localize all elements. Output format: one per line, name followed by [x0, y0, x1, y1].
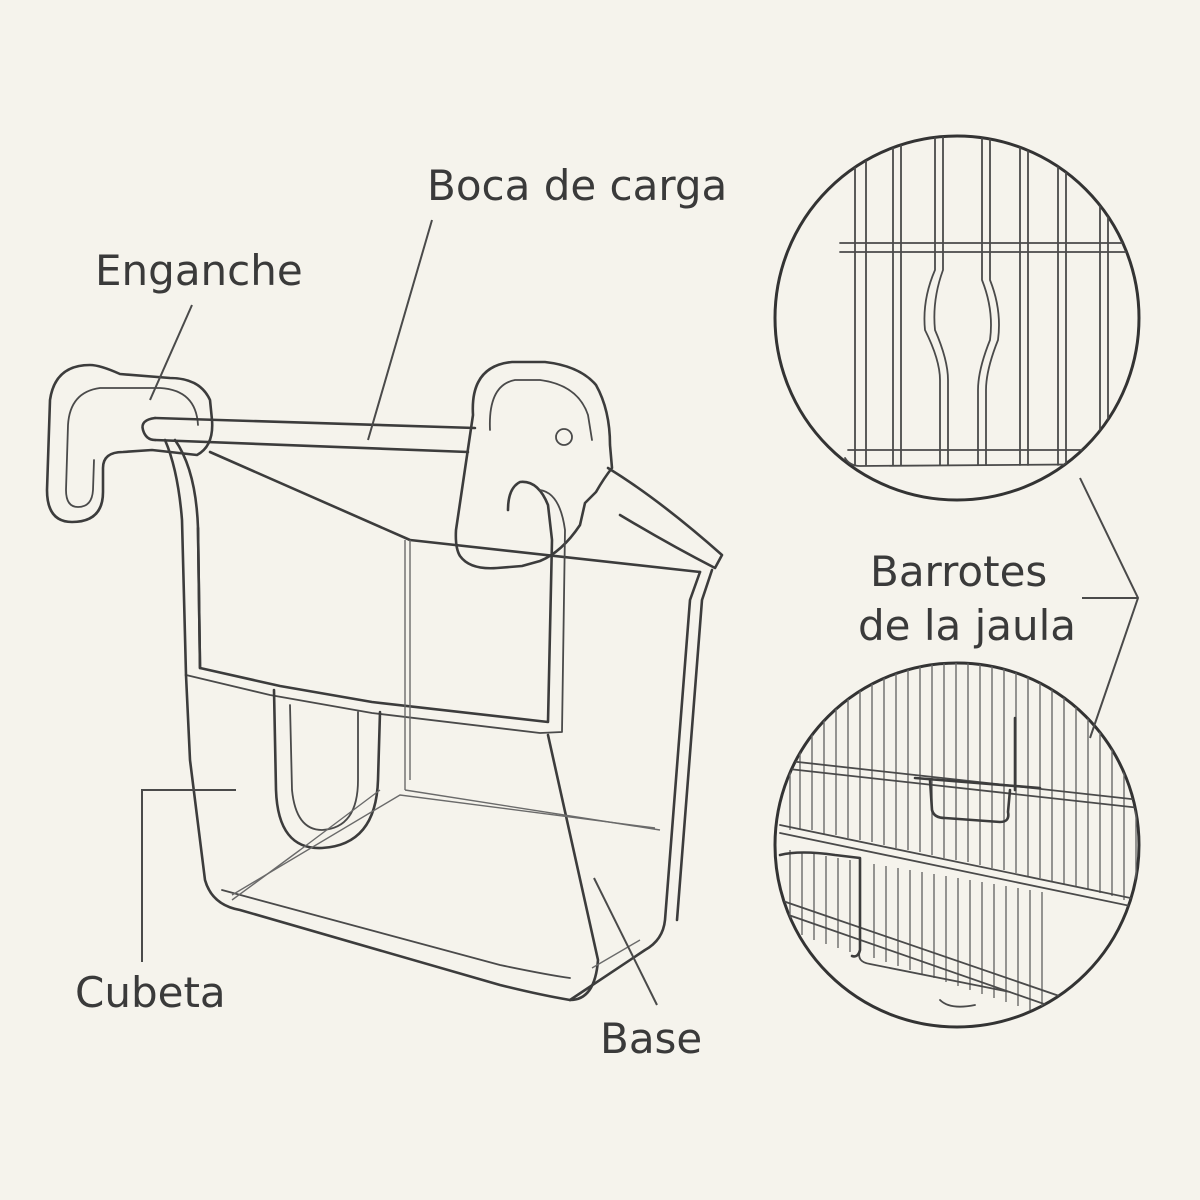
feeder-side-in-cage [778, 851, 862, 958]
left-hook-plate-inner [65, 387, 199, 508]
cage-bars-detail [839, 136, 1139, 467]
labels: Enganche Boca de carga Cubeta Base Barro… [75, 161, 1076, 1063]
feeder-illustration [45, 360, 724, 1002]
feeder-hook-on-cage [913, 716, 1042, 824]
hanging-rod [153, 416, 477, 454]
tray-front-lower [184, 673, 600, 1002]
leader-cage-bars [1079, 477, 1140, 739]
left-hook-plate [45, 363, 214, 524]
front-hood-inner [185, 489, 566, 734]
label-cage-bars-2: de la jaula [858, 601, 1076, 650]
detail-circle-cage [773, 661, 1141, 1029]
label-base: Base [600, 1014, 702, 1063]
rod-end [141, 416, 157, 442]
leader-base [593, 877, 658, 1006]
tray-interior-lines [231, 540, 661, 901]
cage-base [779, 899, 1101, 1021]
right-hook-plate-inner [489, 379, 593, 441]
detail-circle-bars [773, 134, 1141, 502]
front-bars [789, 850, 1043, 1014]
label-hook: Enganche [95, 246, 303, 295]
leader-tray [141, 789, 236, 962]
feed-slot [272, 688, 382, 850]
label-tray: Cubeta [75, 968, 226, 1017]
tray-right-edge [568, 568, 714, 1002]
leader-loading-mouth [367, 219, 433, 441]
cage-rails [779, 759, 1139, 909]
tray-front-lower-inner [221, 889, 571, 979]
leader-lines [141, 219, 1140, 1006]
mount-hole [555, 428, 573, 446]
leader-hook [149, 304, 193, 401]
hook-wire [163, 438, 202, 677]
feed-slot-inner [289, 704, 359, 831]
front-hood [196, 480, 554, 724]
label-loading-mouth: Boca de carga [427, 161, 727, 210]
label-cage-bars-1: Barrotes [870, 547, 1047, 596]
tray-floor-lines [231, 794, 656, 969]
right-hook-plate [454, 360, 614, 570]
